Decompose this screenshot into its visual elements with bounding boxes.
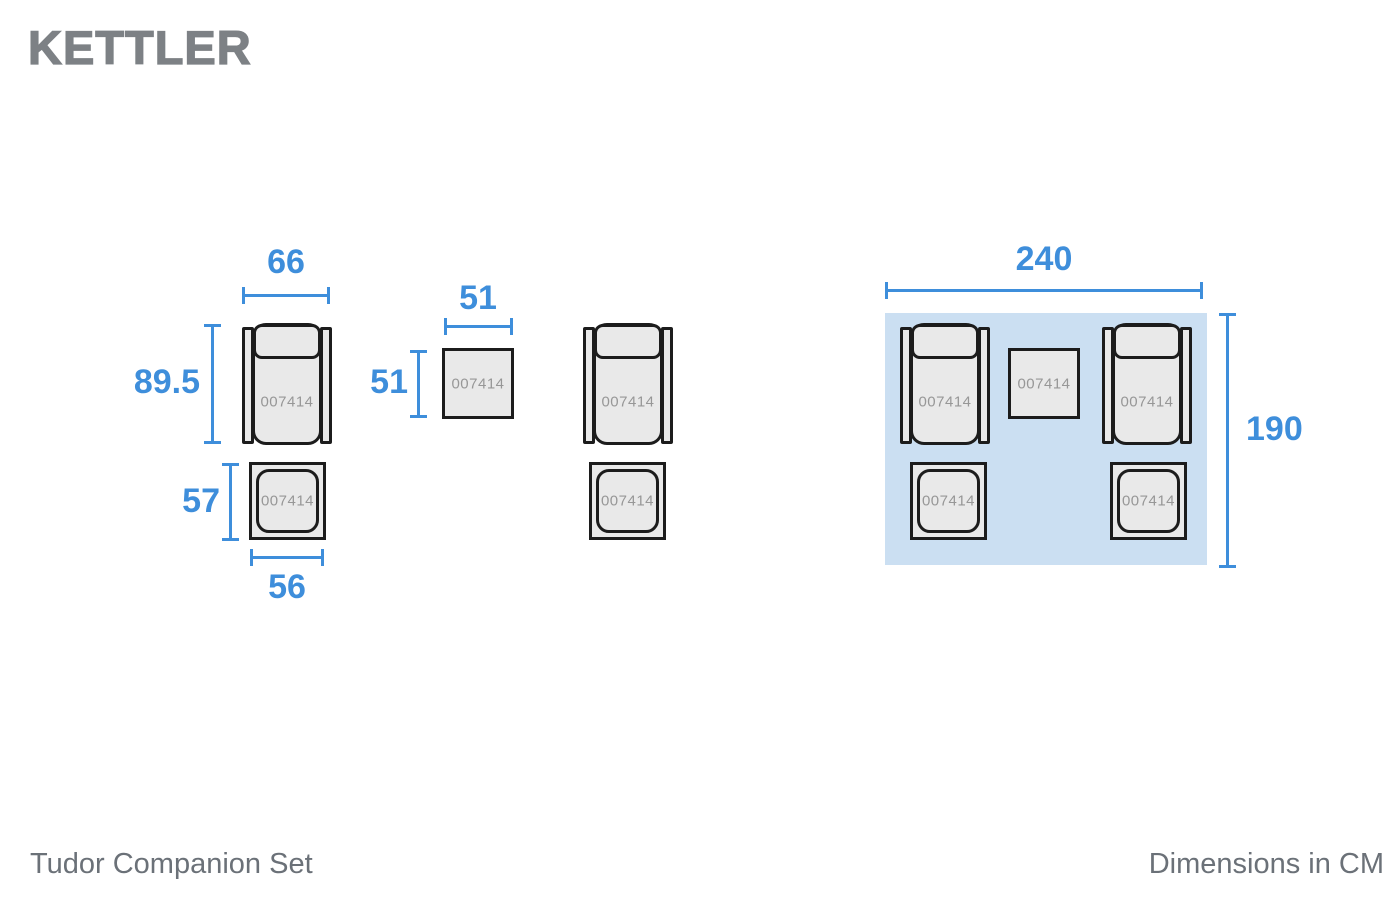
item-code-label: 007414	[1017, 375, 1071, 392]
item-code-label: 007414	[451, 375, 505, 392]
dimension-line-chair-width	[242, 287, 330, 304]
chair-backrest	[253, 324, 321, 359]
side-table-top-view: 007414	[442, 348, 514, 419]
footstool-cushion	[256, 469, 319, 533]
dimension-line-stool-depth	[222, 463, 239, 541]
product-name: Tudor Companion Set	[30, 848, 313, 880]
armchair-top-view: 007414	[900, 323, 990, 445]
units-note: Dimensions in CM	[1148, 848, 1384, 880]
dimension-line-stool-width	[250, 549, 324, 566]
footstool-cushion	[596, 469, 659, 533]
dimension-label-table-width: 51	[459, 279, 497, 317]
dimension-line-set-depth	[1219, 313, 1236, 568]
dimension-line-chair-depth	[204, 324, 221, 444]
chair-backrest	[594, 324, 662, 359]
footstool-top-view: 007414	[589, 462, 666, 540]
item-code-label: 007414	[918, 393, 972, 411]
kettler-logo: KETTLER	[27, 20, 252, 74]
dimension-label-stool-width: 56	[268, 568, 306, 606]
chair-backrest	[1113, 324, 1181, 359]
item-code-label: 007414	[260, 393, 314, 411]
armchair-top-view: 007414	[583, 323, 673, 445]
footstool-top-view: 007414	[910, 462, 987, 540]
armchair-top-view: 007414	[1102, 323, 1192, 445]
dimension-label-table-depth: 51	[370, 363, 408, 401]
dimension-label-set-depth: 190	[1246, 410, 1303, 448]
dimension-line-table-width	[444, 318, 513, 335]
dimension-label-chair-width: 66	[267, 243, 305, 281]
chair-backrest	[911, 324, 979, 359]
item-code-label: 007414	[921, 492, 976, 510]
item-code-label: 007414	[260, 492, 315, 510]
item-code-label: 007414	[600, 492, 655, 510]
dimension-label-stool-depth: 57	[182, 482, 220, 520]
footstool-top-view: 007414	[249, 462, 326, 540]
dimension-label-set-width: 240	[1015, 240, 1073, 278]
item-code-label: 007414	[1121, 492, 1176, 510]
footstool-top-view: 007414	[1110, 462, 1187, 540]
item-code-label: 007414	[601, 393, 655, 411]
item-code-label: 007414	[1120, 393, 1174, 411]
dimension-label-chair-depth: 89.5	[133, 363, 200, 401]
side-table-top-view: 007414	[1008, 348, 1080, 419]
armchair-top-view: 007414	[242, 323, 332, 445]
footstool-cushion	[1117, 469, 1180, 533]
dimension-line-set-width	[885, 282, 1203, 299]
dimension-line-table-depth	[410, 350, 427, 418]
footstool-cushion	[917, 469, 980, 533]
